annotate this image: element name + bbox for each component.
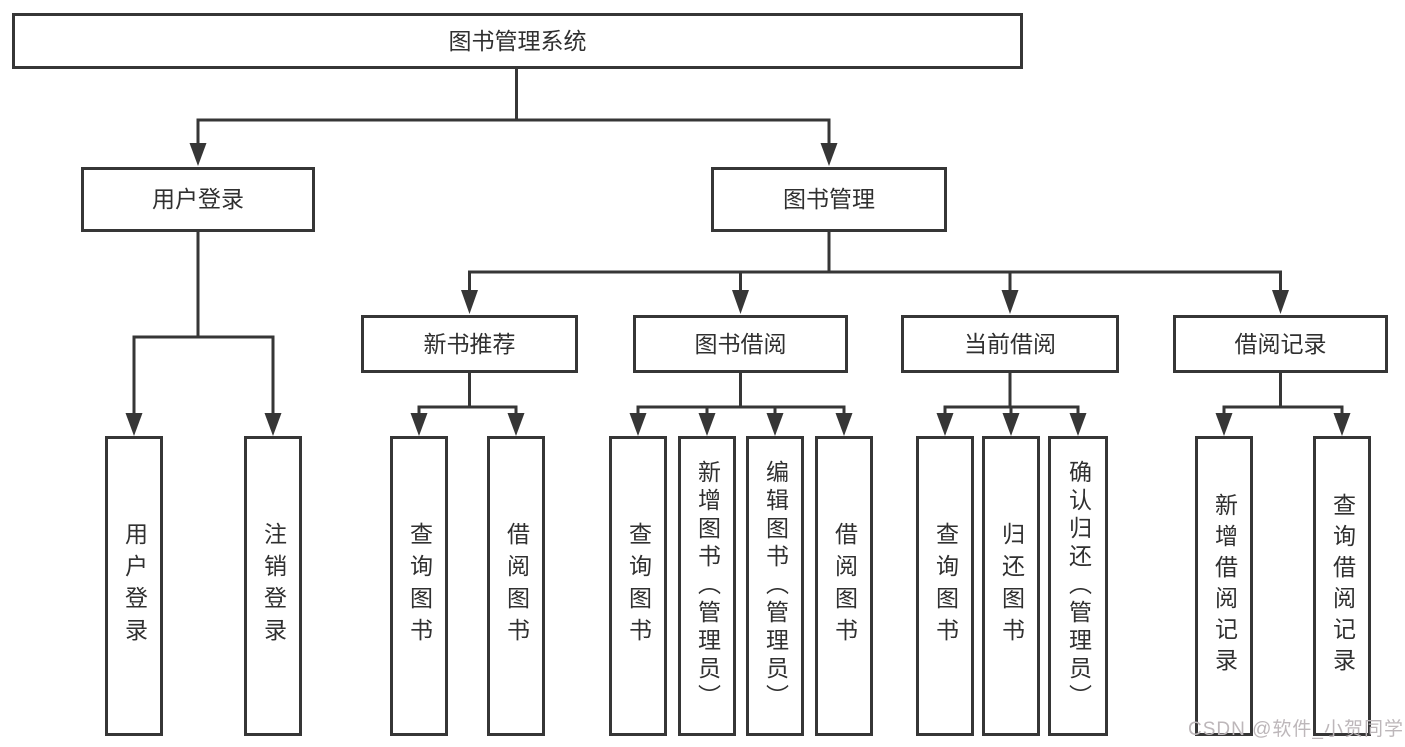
arrowhead-icon — [698, 413, 716, 436]
leaf-current-confirm-return-admin: 确认归还（管理员） — [1048, 436, 1108, 736]
arrowhead-icon — [125, 413, 143, 436]
arrowhead-icon — [1215, 413, 1233, 436]
arrowhead-icon — [264, 413, 282, 436]
node-borrowing-records: 借阅记录 — [1173, 315, 1388, 373]
node-user-login: 用户登录 — [81, 167, 315, 232]
node-book-borrowing: 图书借阅 — [633, 315, 848, 373]
leaf-borrow-borrow-books: 借阅图书 — [815, 436, 873, 736]
leaf-newrec-borrow-books-label: 借阅图书 — [503, 522, 530, 650]
node-new-book-recommend: 新书推荐 — [361, 315, 578, 373]
leaf-records-add-record-label: 新增借阅记录 — [1211, 493, 1238, 679]
watermark: CSDN @软件_小贺同学 — [1188, 719, 1404, 740]
leaf-records-add-record: 新增借阅记录 — [1195, 436, 1253, 736]
connector-line — [417, 373, 518, 415]
connector-line — [468, 232, 1282, 292]
arrowhead-icon — [1272, 290, 1289, 314]
node-user-login-label: 用户登录 — [152, 186, 244, 212]
arrowhead-icon — [732, 290, 749, 314]
connector-line — [196, 69, 831, 145]
arrowhead-icon — [820, 143, 838, 166]
node-current-borrowing: 当前借阅 — [901, 315, 1119, 373]
arrowhead-icon — [461, 290, 478, 314]
leaf-records-query-record: 查询借阅记录 — [1313, 436, 1371, 736]
connector-line — [636, 373, 846, 415]
arrowhead-icon — [1333, 413, 1351, 436]
leaf-borrow-query-books-label: 查询图书 — [625, 522, 652, 650]
leaf-user-login-label: 用户登录 — [121, 522, 148, 650]
leaf-borrow-add-books-admin-label: 新增图书（管理员） — [694, 460, 721, 712]
leaf-current-return-books: 归还图书 — [982, 436, 1040, 736]
node-root-label: 图书管理系统 — [448, 27, 587, 54]
leaf-current-return-books-label: 归还图书 — [998, 522, 1025, 650]
node-current-borrowing-label: 当前借阅 — [964, 330, 1056, 357]
node-new-book-recommend-label: 新书推荐 — [423, 330, 516, 357]
arrowhead-icon — [410, 413, 428, 436]
arrowhead-icon — [936, 413, 954, 436]
leaf-user-login: 用户登录 — [105, 436, 163, 736]
arrowhead-icon — [1002, 413, 1020, 436]
leaf-borrow-query-books: 查询图书 — [609, 436, 667, 736]
arrowhead-icon — [835, 413, 853, 436]
leaf-borrow-add-books-admin: 新增图书（管理员） — [678, 436, 736, 736]
leaf-newrec-borrow-books: 借阅图书 — [487, 436, 545, 736]
connector-line — [943, 373, 1080, 415]
arrowhead-icon — [189, 143, 207, 166]
leaf-logout: 注销登录 — [244, 436, 302, 736]
leaf-newrec-query-books-label: 查询图书 — [406, 522, 433, 650]
node-borrowing-records-label: 借阅记录 — [1234, 330, 1327, 357]
arrowhead-icon — [629, 413, 647, 436]
leaf-borrow-borrow-books-label: 借阅图书 — [831, 522, 858, 650]
connector-line — [132, 232, 275, 415]
connector-line — [1222, 373, 1344, 415]
leaf-current-query-books: 查询图书 — [916, 436, 974, 736]
arrowhead-icon — [507, 413, 525, 436]
leaf-current-confirm-return-admin-label: 确认归还（管理员） — [1065, 460, 1092, 712]
node-book-management-system: 图书管理系统 — [12, 13, 1023, 69]
leaf-borrow-edit-books-admin: 编辑图书（管理员） — [746, 436, 804, 736]
leaf-current-query-books-label: 查询图书 — [932, 522, 959, 650]
node-book-borrowing-label: 图书借阅 — [694, 330, 787, 357]
leaf-records-query-record-label: 查询借阅记录 — [1329, 493, 1356, 679]
node-book-management-label: 图书管理 — [783, 186, 875, 212]
leaf-logout-label: 注销登录 — [260, 522, 287, 650]
leaf-borrow-edit-books-admin-label: 编辑图书（管理员） — [762, 460, 789, 712]
arrowhead-icon — [1001, 290, 1019, 314]
arrowhead-icon — [766, 413, 784, 436]
arrowhead-icon — [1069, 413, 1087, 436]
leaf-newrec-query-books: 查询图书 — [390, 436, 448, 736]
node-book-management: 图书管理 — [711, 167, 947, 232]
